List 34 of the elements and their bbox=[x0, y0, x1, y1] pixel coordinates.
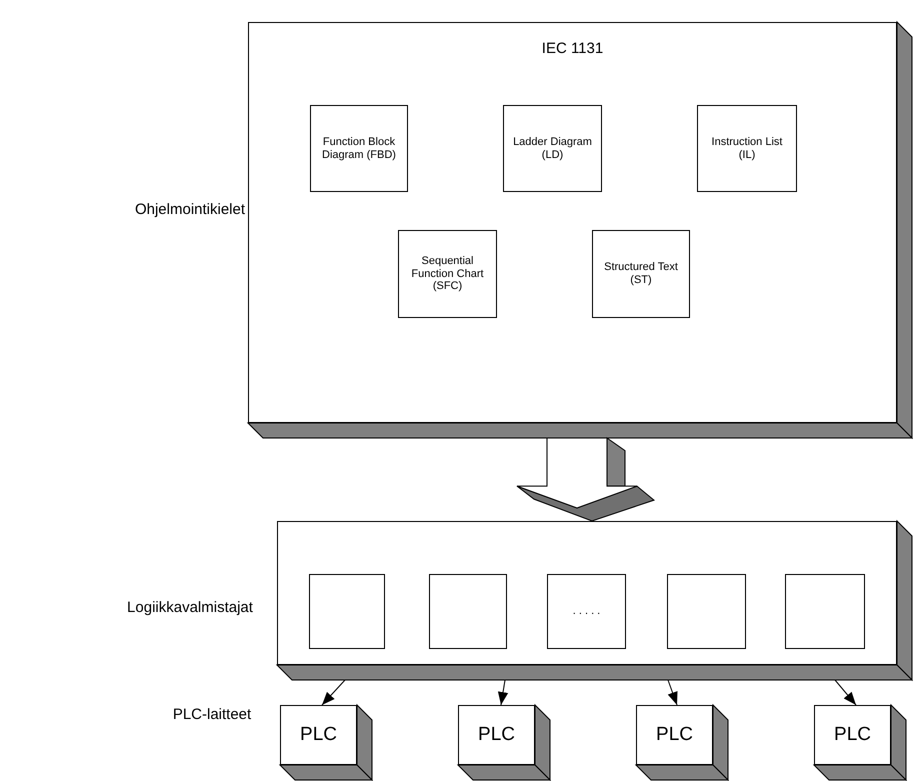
empty-box bbox=[309, 574, 385, 649]
box-label: PLC bbox=[833, 723, 872, 748]
box-label: PLC bbox=[655, 723, 694, 748]
box-label: Structured Text (ST) bbox=[603, 260, 679, 288]
process-box bbox=[697, 105, 797, 192]
empty-box bbox=[785, 574, 865, 649]
row-label: Ohjelmointikielet bbox=[134, 201, 246, 218]
box-label: . . . . . bbox=[572, 604, 602, 620]
box-label: PLC bbox=[299, 723, 338, 748]
box-label: Instruction List (IL) bbox=[710, 134, 784, 162]
empty-box bbox=[429, 574, 507, 649]
block-3d bbox=[458, 705, 550, 780]
process-box bbox=[547, 574, 626, 649]
process-box bbox=[398, 230, 497, 318]
diagram-heading: IEC 1131 bbox=[540, 38, 604, 58]
arrow bbox=[322, 680, 346, 706]
block-arrow bbox=[516, 437, 656, 522]
process-box bbox=[503, 105, 602, 192]
block-3d bbox=[248, 22, 912, 438]
box-label: PLC bbox=[477, 723, 516, 748]
row-label: PLC-laitteet bbox=[172, 706, 252, 723]
empty-box bbox=[667, 574, 746, 649]
box-label: Sequential Function Chart (SFC) bbox=[410, 254, 485, 294]
process-box bbox=[310, 105, 408, 192]
empty-box bbox=[277, 521, 912, 680]
block-3d bbox=[280, 705, 372, 780]
row-label: Logiikkavalmistajat bbox=[126, 599, 254, 616]
process-box bbox=[592, 230, 690, 318]
block-3d bbox=[814, 705, 906, 780]
box-label: Ladder Diagram (LD) bbox=[512, 134, 593, 162]
arrow bbox=[498, 680, 508, 706]
box-label: Function Block Diagram (FBD) bbox=[321, 134, 397, 162]
block-3d bbox=[636, 705, 728, 780]
arrow bbox=[834, 680, 856, 706]
